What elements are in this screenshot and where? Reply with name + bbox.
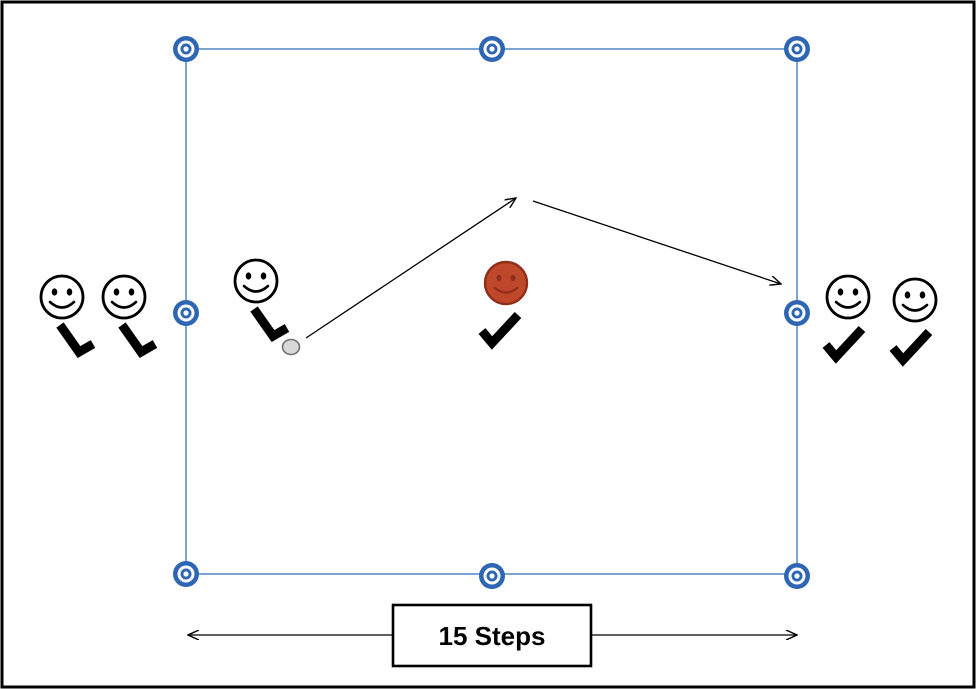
smiley-face <box>39 274 85 320</box>
cone-marker-icon <box>479 36 505 62</box>
distance-label-box <box>391 603 593 668</box>
smiley-face <box>825 274 871 320</box>
cone-marker-icon <box>784 36 810 62</box>
smiley-face <box>101 274 147 320</box>
player-right-1 <box>822 274 871 364</box>
stick-icon <box>250 306 290 342</box>
pass-arrow <box>305 198 516 339</box>
stick-icon <box>118 322 158 358</box>
smiley-face <box>483 260 529 306</box>
ball-icon <box>281 338 301 356</box>
cone-marker-icon <box>173 36 199 62</box>
player-left-2 <box>101 274 158 358</box>
defender-player <box>478 260 529 350</box>
cone-markers <box>173 36 810 589</box>
smiley-face <box>233 258 279 304</box>
player-left-1 <box>39 274 96 358</box>
stick-icon <box>56 322 96 358</box>
cone-marker-icon <box>784 300 810 326</box>
checkmark-stick-icon <box>889 328 933 367</box>
cone-marker-icon <box>479 563 505 589</box>
cone-marker-icon <box>173 300 199 326</box>
smiley-face <box>892 277 938 323</box>
run-arrow <box>532 200 781 284</box>
checkmark-stick-icon <box>478 311 522 350</box>
attacker-player <box>233 258 290 342</box>
checkmark-stick-icon <box>822 325 866 364</box>
player-right-2 <box>889 277 938 367</box>
cone-marker-icon <box>784 563 810 589</box>
distance-label: 15 Steps <box>439 621 546 651</box>
cone-marker-icon <box>173 561 199 587</box>
